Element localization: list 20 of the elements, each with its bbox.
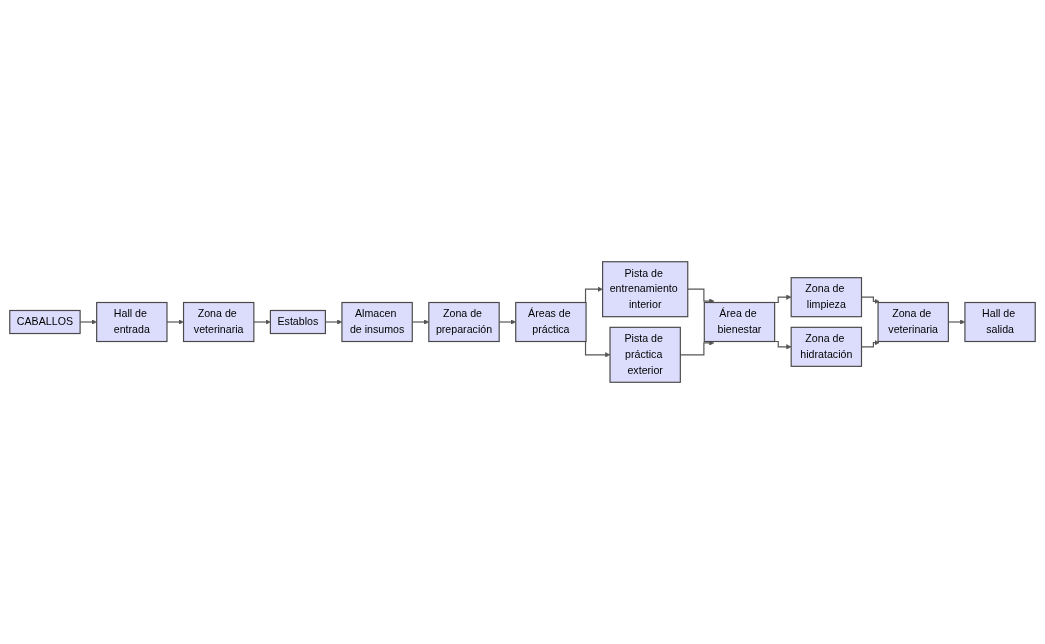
node-box (790, 326, 863, 367)
arrow (253, 319, 271, 325)
node-box (96, 301, 168, 343)
arrow (687, 288, 715, 304)
node-box (602, 261, 689, 318)
node-box (703, 301, 776, 343)
flowchart: CABALLOS Hall de entrada Zona de veterinaria Establos Almacen de insumos Zona de preparación Áreas de práctica Pista de entrenamiento interior Pista de práctica exterior Área de bienestar Zona de limpieza Zona de hidratación Zona de veterinaria Hall de salida (5, 257, 1040, 387)
node-box (9, 309, 81, 335)
arrow (773, 340, 792, 350)
node-box (877, 301, 949, 343)
node-box (515, 301, 587, 343)
node-box (428, 301, 500, 343)
node-box (182, 301, 255, 343)
node-box (341, 301, 413, 343)
arrow (773, 294, 792, 304)
node-box (964, 301, 1036, 343)
node-box (609, 326, 681, 383)
node-box (790, 277, 863, 318)
arrow (166, 319, 184, 325)
node-box (269, 309, 326, 335)
